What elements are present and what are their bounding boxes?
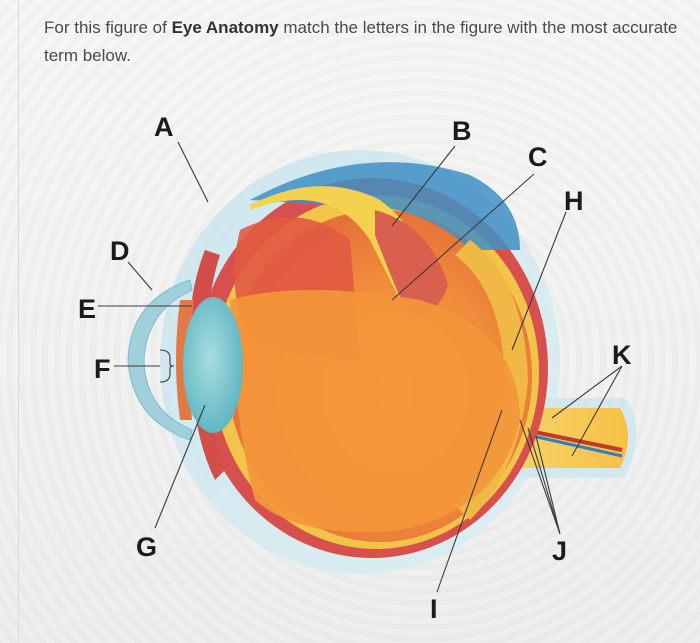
leader-F <box>114 349 175 383</box>
leader-K-1 <box>551 365 623 419</box>
label-H: H <box>564 186 584 216</box>
question-emphasis: Eye Anatomy <box>171 18 279 37</box>
label-A: A <box>154 112 174 142</box>
leader-I <box>436 409 503 593</box>
label-B: B <box>452 116 472 146</box>
leader-C <box>391 173 535 301</box>
vitreous-front <box>230 290 520 532</box>
leader-H <box>511 211 567 351</box>
question-text: For this figure of Eye Anatomy match the… <box>44 14 684 70</box>
label-D: D <box>110 236 130 266</box>
leader-G <box>154 404 206 529</box>
leader-A <box>177 141 209 203</box>
label-C: C <box>528 142 548 172</box>
question-suffix: match the letters in the figure with the… <box>44 18 678 65</box>
label-I: I <box>430 594 438 624</box>
label-K: K <box>612 340 632 370</box>
page-edge <box>18 0 19 643</box>
leader-lines <box>98 141 623 593</box>
leader-J-2 <box>527 427 561 535</box>
leader-J-1 <box>519 419 561 535</box>
label-G: G <box>136 532 157 562</box>
leader-J-3 <box>535 435 561 535</box>
choroid-flap <box>375 210 448 320</box>
label-F: F <box>94 354 111 384</box>
label-J: J <box>552 536 567 566</box>
question-prefix: For this figure of <box>44 18 172 37</box>
leader-D <box>127 261 153 291</box>
leader-K-2 <box>571 365 623 457</box>
lens <box>183 297 243 433</box>
label-E: E <box>78 294 96 324</box>
leader-B <box>391 145 456 227</box>
cornea <box>127 279 193 441</box>
